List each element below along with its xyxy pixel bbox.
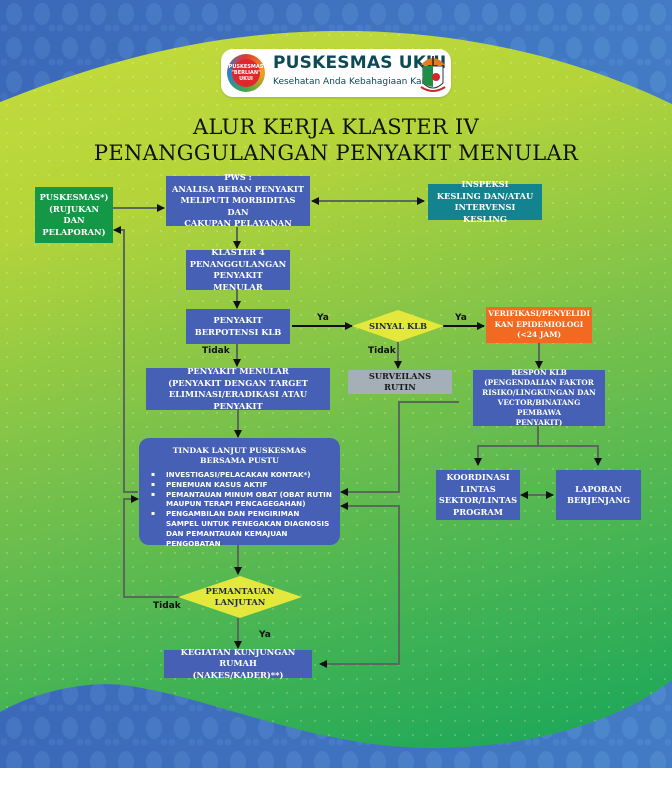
edge-tindak-to-puskesmas	[113, 226, 138, 493]
node-inspeksi-kesling[interactable]: INSPEKSI KESLING DAN/ATAU INTERVENSI KES…	[428, 179, 542, 224]
node-klaster4-label: KLASTER 4 PENANGGULANGAN PENYAKIT MENULA…	[189, 247, 287, 292]
label-ya-pemantauan: Ya	[259, 630, 271, 640]
tindak-lanjut-item: PENGAMBILAN DAN PENGIRIMAN SAMPEL UNTUK …	[147, 509, 332, 548]
node-koordinasi-label: KOORDINASI LINTAS SEKTOR/LINTAS PROGRAM	[438, 472, 518, 517]
node-kunjungan-label: KEGIATAN KUNJUNGAN RUMAH (NAKES/KADER)**…	[180, 646, 296, 680]
node-pws[interactable]: PWS : ANALISA BEBAN PENYAKIT MELIPUTI MO…	[166, 172, 310, 228]
page-title: ALUR KERJA KLASTER IV PENANGGULANGAN PEN…	[0, 114, 672, 166]
edge-kunjungan-to-tindak	[319, 502, 400, 668]
label-ya-berpotensi: Ya	[317, 313, 329, 323]
tindak-lanjut-item: PENEMUAN KASUS AKTIF	[147, 480, 332, 490]
poster-background: PUSKESMAS "BERLIAN" UKUI PUSKESMAS UKUI …	[0, 0, 672, 768]
edge-respon-to-tindak	[340, 401, 459, 496]
node-laporan-berjenjang[interactable]: LAPORAN BERJENJANG	[556, 470, 641, 520]
node-respon-label: RESPON KLB (PENGENDALIAN FAKTOR RISIKO/L…	[482, 368, 596, 427]
brand-tagline: Kesehatan Anda Kebahagiaan Kami	[273, 77, 433, 87]
node-berpotensi-klb[interactable]: PENYAKIT BERPOTENSI KLB	[186, 309, 290, 344]
decision-pemantauan-label: PEMANTAUAN LANJUTAN	[205, 586, 275, 607]
tindak-lanjut-item: PEMANTAUAN MINUM OBAT (OBAT RUTIN MAUPUN…	[147, 490, 332, 510]
edge-respon-split	[474, 426, 539, 466]
tindak-lanjut-heading: TINDAK LANJUT PUSKESMAS BERSAMA PUSTU	[172, 446, 307, 465]
edge-respon-laporan	[538, 445, 602, 466]
node-puskesmas-label: PUSKESMAS*) (RUJUKAN DAN PELAPORAN)	[39, 192, 109, 237]
title-line-2: PENANGGULANGAN PENYAKIT MENULAR	[93, 141, 579, 165]
node-laporan-label: LAPORAN BERJENJANG	[566, 483, 631, 506]
node-puskesmas[interactable]: PUSKESMAS*) (RUJUKAN DAN PELAPORAN)	[35, 187, 113, 243]
node-koordinasi[interactable]: KOORDINASI LINTAS SEKTOR/LINTAS PROGRAM	[436, 470, 520, 520]
logo-badge-text: PUSKESMAS "BERLIAN" UKUI	[229, 59, 263, 87]
tindak-lanjut-item: INVESTIGASI/PELACAKAN KONTAK*)	[147, 470, 332, 480]
label-ya-sinyal: Ya	[455, 313, 467, 323]
node-penyakit-menular[interactable]: PENYAKIT MENULAR (PENYAKIT DENGAN TARGET…	[146, 366, 330, 411]
decision-sinyal-klb[interactable]: SINYAL KLB	[352, 310, 444, 342]
bottom-batik-band	[0, 680, 672, 768]
node-pws-label: PWS : ANALISA BEBAN PENYAKIT MELIPUTI MO…	[172, 172, 304, 229]
node-verifikasi[interactable]: VERIFIKASI/PENYELIDI KAN EPIDEMIOLOGI (<…	[486, 307, 592, 343]
node-menular-label: PENYAKIT MENULAR (PENYAKIT DENGAN TARGET…	[168, 366, 308, 411]
regency-crest-icon	[420, 56, 446, 92]
node-tindak-lanjut[interactable]: TINDAK LANJUT PUSKESMAS BERSAMA PUSTU IN…	[139, 438, 340, 548]
node-verifikasi-label: VERIFIKASI/PENYELIDI KAN EPIDEMIOLOGI (<…	[488, 309, 590, 340]
label-tidak-sinyal: Tidak	[368, 346, 396, 356]
node-respon-klb[interactable]: RESPON KLB (PENGENDALIAN FAKTOR RISIKO/L…	[473, 368, 605, 427]
tindak-lanjut-list: INVESTIGASI/PELACAKAN KONTAK*) PENEMUAN …	[147, 470, 332, 548]
node-surveilans-rutin[interactable]: SURVEILANS RUTIN	[348, 370, 452, 394]
title-line-1: ALUR KERJA KLASTER IV	[192, 115, 479, 139]
edge-pemantauan-tidak-loop	[123, 495, 180, 598]
logo-card: PUSKESMAS "BERLIAN" UKUI PUSKESMAS UKUI …	[221, 49, 451, 97]
label-tidak-pemantauan: Tidak	[153, 601, 181, 611]
flow-connectors	[113, 197, 602, 668]
top-batik-band	[0, 0, 672, 104]
decision-sinyal-label: SINYAL KLB	[368, 320, 428, 331]
node-surveilans-label: SURVEILANS RUTIN	[368, 370, 432, 393]
node-inspeksi-label: INSPEKSI KESLING DAN/ATAU INTERVENSI KES…	[436, 179, 534, 224]
puskesmas-berlian-logo: PUSKESMAS "BERLIAN" UKUI	[227, 54, 265, 92]
decision-pemantauan-lanjutan[interactable]: PEMANTAUAN LANJUTAN	[178, 576, 302, 618]
brand-name: PUSKESMAS UKUI	[273, 53, 447, 73]
node-kunjungan-rumah[interactable]: KEGIATAN KUNJUNGAN RUMAH (NAKES/KADER)**…	[164, 647, 312, 680]
node-klaster4[interactable]: KLASTER 4 PENANGGULANGAN PENYAKIT MENULA…	[186, 247, 290, 292]
label-tidak-berpotensi: Tidak	[202, 346, 230, 356]
node-berpotensi-label: PENYAKIT BERPOTENSI KLB	[194, 315, 282, 337]
